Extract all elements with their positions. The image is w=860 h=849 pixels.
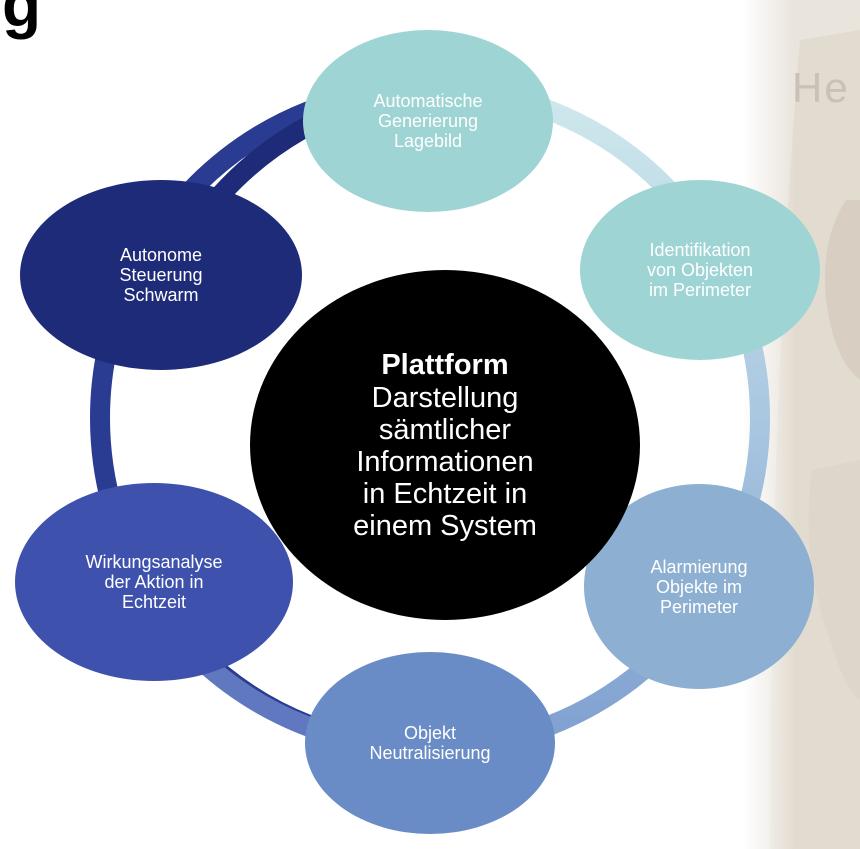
node-label: Identifikation von Objekten im Perimeter [646,240,754,300]
ring-arc-right [429,78,770,758]
watermark-text: He [792,64,850,111]
node-alarmierung-objekte: Alarmierung Objekte im Perimeter [584,484,814,689]
page-title-fragment: g [2,0,42,40]
node-wirkungsanalyse: Wirkungsanalyse der Aktion in Echtzeit [15,483,293,681]
node-autonome-steuerung-schwarm: Autonome Steuerung Schwarm [20,180,302,370]
node-objekt-neutralisierung: Objekt Neutralisierung [305,652,555,834]
node-label: Automatische Generierung Lagebild [373,91,483,151]
center-hub: Plattform Darstellung sämtlicher Informa… [250,270,640,620]
node-identifikation-von-objekten: Identifikation von Objekten im Perimeter [580,180,820,360]
node-label: Alarmierung Objekte im Perimeter [650,556,748,617]
node-label: Objekt Neutralisierung [369,723,491,763]
center-title: Plattform [381,348,509,381]
node-label: Wirkungsanalyse der Aktion in Echtzeit [85,552,223,612]
center-body: Darstellung sämtlicher Informationen in … [353,381,537,542]
node-automatische-generierung-lagebild: Automatische Generierung Lagebild [303,30,553,212]
node-label: Autonome Steuerung Schwarm [119,245,203,305]
